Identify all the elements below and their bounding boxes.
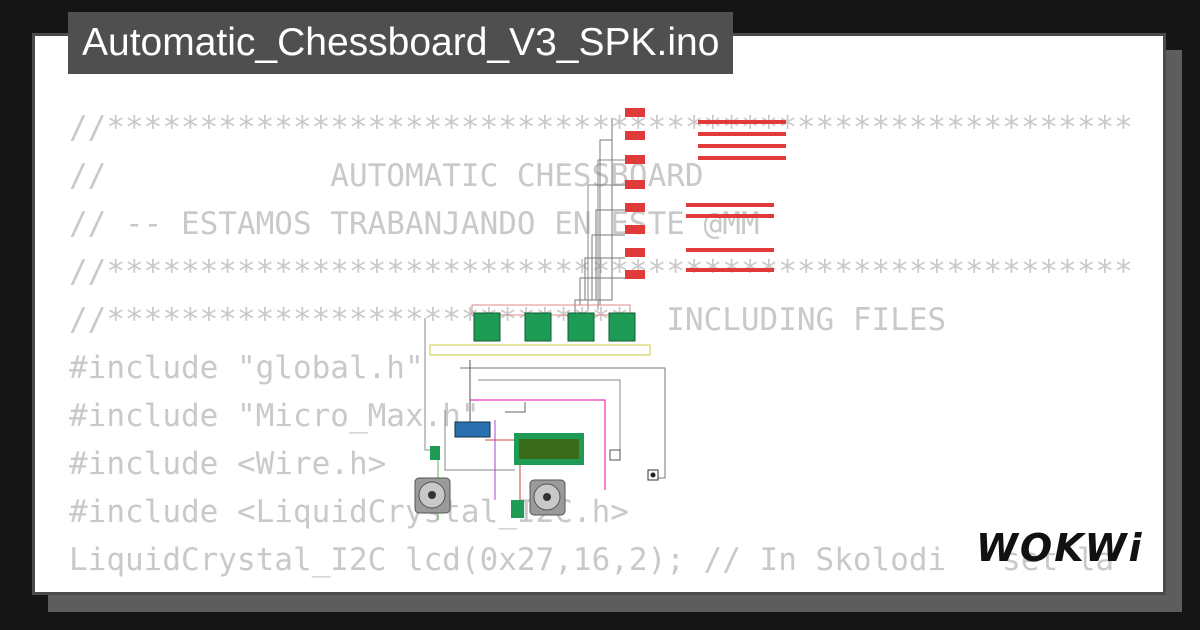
lcd-display xyxy=(514,433,584,465)
dip-switch xyxy=(625,131,645,140)
driver-module xyxy=(524,312,552,342)
sensor-module xyxy=(511,500,524,518)
code-line: //**************************************… xyxy=(69,584,1163,592)
dip-switch xyxy=(625,108,645,117)
driver-module xyxy=(473,312,501,342)
stepper-motor-right xyxy=(529,479,566,516)
led-grid-bottom xyxy=(686,203,774,272)
project-title[interactable]: Automatic_Chessboard_V3_SPK.ino xyxy=(68,12,734,74)
code-line: // AUTOMATIC CHESSBOARD xyxy=(69,158,704,194)
code-line: #include "Micro_Max.h" xyxy=(69,398,480,434)
dip-switches xyxy=(625,108,645,279)
dip-switch xyxy=(625,155,645,164)
dip-switch xyxy=(625,203,645,212)
driver-module xyxy=(567,312,595,342)
wokwi-logo: WOKWi xyxy=(976,526,1144,570)
dip-switch xyxy=(625,270,645,279)
driver-modules xyxy=(473,312,636,342)
code-line: #include <Wire.h> xyxy=(69,446,387,482)
dip-switch xyxy=(625,248,645,257)
wires xyxy=(424,118,666,520)
code-line: // -- ESTAMOS TRABANJANDO EN ESTE @MM xyxy=(69,206,760,242)
code-line: #include "global.h" xyxy=(69,350,424,386)
code-line: //**************************************… xyxy=(69,254,1133,290)
arduino-board xyxy=(454,421,491,438)
led-grid-top xyxy=(698,120,786,160)
dip-switch xyxy=(625,180,645,189)
dip-switch xyxy=(625,225,645,234)
driver-module xyxy=(608,312,636,342)
stepper-motor-left xyxy=(414,477,451,514)
sensor-module xyxy=(430,446,440,460)
push-button xyxy=(609,449,621,461)
code-line: LiquidCrystal_I2C lcd(0x27,16,2); // In … xyxy=(69,542,1115,578)
